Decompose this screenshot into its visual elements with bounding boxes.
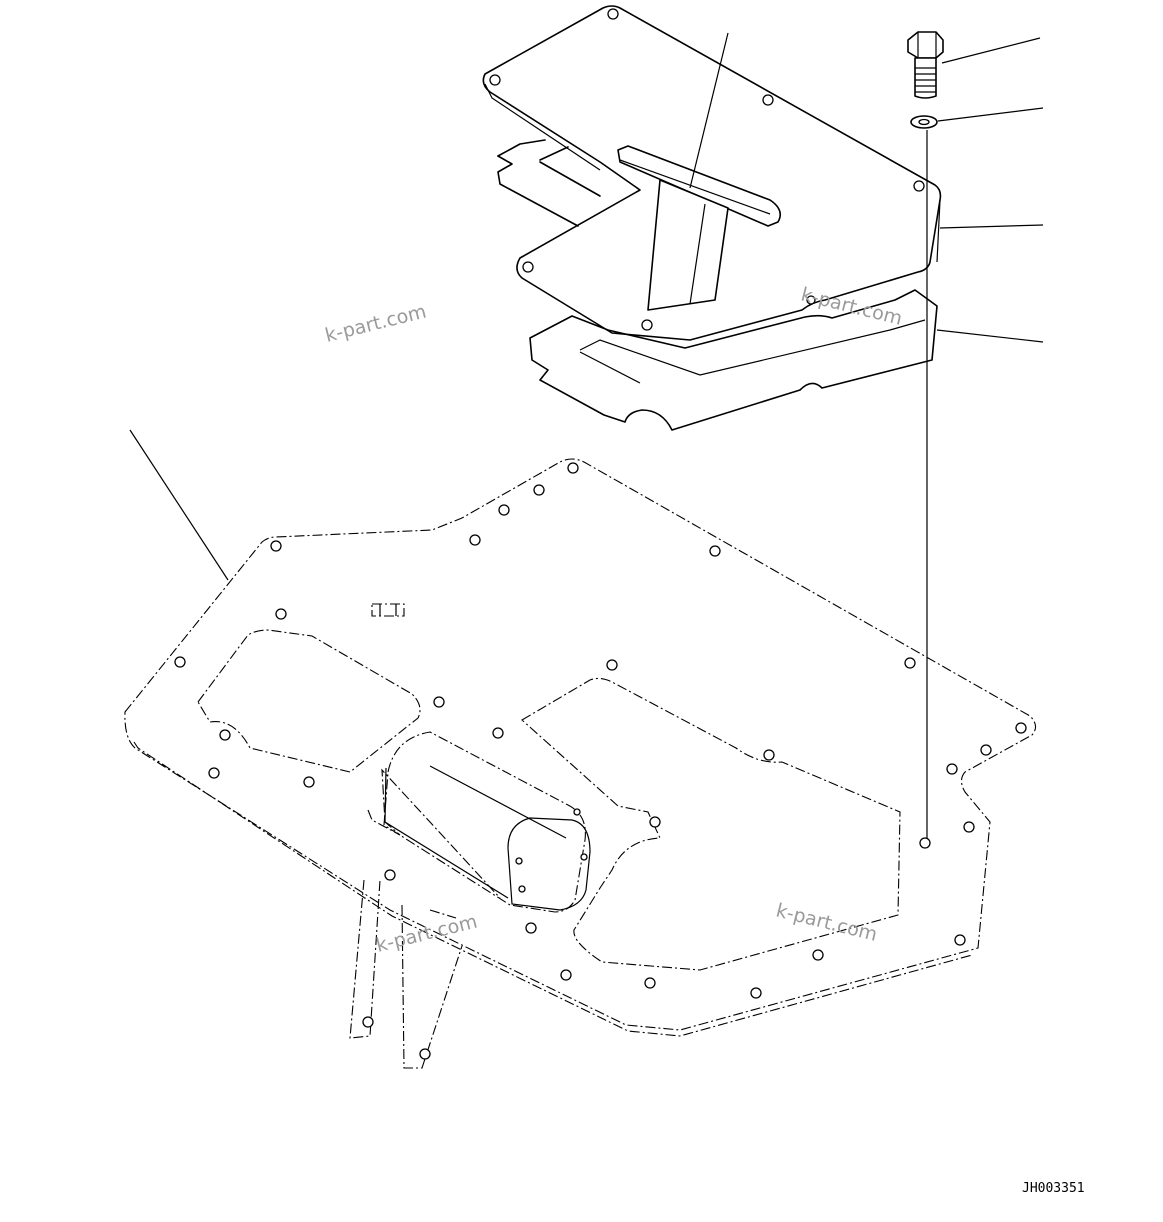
washer xyxy=(910,115,938,129)
oil-pan-outline xyxy=(124,458,1037,1069)
watermark: k-part.com xyxy=(774,900,880,946)
strainer-housing xyxy=(383,731,591,913)
gasket xyxy=(497,139,938,431)
drawing-code: JH003351 xyxy=(1022,1181,1085,1196)
cover-handle xyxy=(617,145,781,311)
watermark: k-part.com xyxy=(374,910,480,956)
drain-plug xyxy=(371,603,405,617)
watermark: k-part.com xyxy=(323,300,429,346)
cover-plate xyxy=(482,5,942,341)
leader-lines xyxy=(129,32,1044,581)
bolt xyxy=(907,31,944,99)
